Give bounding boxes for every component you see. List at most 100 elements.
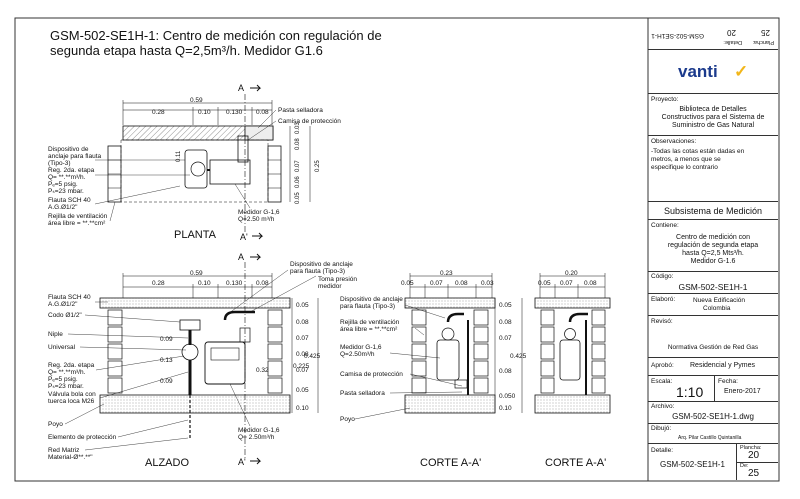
proyecto-section: Proyecto: Biblioteca de Detalles Constru… [648,94,778,136]
rotated-plancha-value: 25 [761,28,770,37]
sec1-dim-0: 0.05 [401,280,414,287]
elaboro-section: Elaboró: Nueva Edificación Colombia [648,294,778,316]
label-dispositivo-elev-0: Dispositivo de anclaje [290,261,353,268]
drawing-title-line2: segunda etapa hasta Q=2,5m³/h. Medidor G… [50,43,323,58]
elev-section-mark-bottom: A' [238,457,246,467]
plan-vdim-0: 0.03 [295,122,301,134]
elev-inner-3: 0.32 [256,367,269,374]
label-medidor-elev-1: Q= 2.50m³/h [238,434,275,441]
label-red-matriz-1: Material-Ø**.**" [48,454,93,461]
label-codo: Codo Ø1/2" [48,312,82,319]
sec1-rdim-5: 0.10 [499,405,512,412]
observaciones-label: Observaciones: [651,138,697,145]
elev-inner-1: 0.13 [160,357,173,364]
vanti-check-icon: ✓ [734,62,749,81]
proyecto-line-2: Suministro de Gas Natural [671,122,755,129]
rotated-code: GSM-502-SE1H-1 [651,32,704,39]
label-camisa-sec: Camisa de protección [340,371,403,378]
sec1-total: 0.425 [510,353,527,360]
label-dispositivo-sec-0: Dispositivo de anclaje [340,296,403,303]
label-medidor-plan-1: Q=2.50 m³/h [238,216,275,223]
elev-rdim-3: 0.08 [296,351,309,358]
sec1-rdim-0: 0.05 [499,302,512,309]
label-reg-elev-0: Reg. 2da. etapa [48,362,95,369]
sec1-dim-3: 0.03 [481,280,494,287]
label-reg-elev-2: Pₑ=5 psig. [48,376,78,383]
plan-view: A A' 0.59 0.28 0.10 0.130 0.08 [48,83,341,242]
label-medidor-elev-0: Medidor G-1,6 [238,427,280,434]
elev-rdim-6: 0.10 [296,405,309,412]
sheet-border [14,17,780,482]
title-block: Plancha: 25 Detalle: 20 GSM-502-SE1H-1 v… [648,20,778,480]
contiene-line-3: Medidor G-1.6 [690,258,736,265]
label-toma-presion-1: medidor [318,283,342,290]
label-toma-presion-0: Toma presión [318,276,357,283]
logo-area: vanti ✓ [648,50,778,94]
fecha-value: Enero-2017 [724,388,761,395]
subsistema-value: Subsistema de Medición [663,206,763,216]
elaboro-line-0: Nueva Edificación [693,297,746,304]
proyecto-label: Proyecto: [651,96,679,103]
detalle-section: Detalle: GSM-502-SE1H-1 Plancha: 20 De: … [648,444,778,480]
detalle-label: Detalle: [651,447,674,454]
escala-value: 1:10 [676,384,704,400]
escala-label: Escala: [651,378,673,385]
label-flauta-plan-1: A.G.Ø1/2" [48,204,78,211]
detalle-num: 20 [748,450,760,461]
label-elemento: Elemento de protección [48,434,117,441]
archivo-section: Archivo: GSM-502-SE1H-1.dwg [648,402,778,424]
sec1-dim-1: 0.07 [430,280,443,287]
elev-section-mark-top: A [238,252,244,262]
sec1-dim-2: 0.08 [455,280,468,287]
label-rejilla-plan-0: Rejilla de ventilación [48,213,108,220]
sec2-dim-total: 0.20 [565,270,578,277]
rotated-header: Plancha: 25 Detalle: 20 GSM-502-SE1H-1 [648,20,778,50]
codigo-section: Código: GSM-502-SE1H-1 [648,272,778,294]
observaciones-line-0: -Todas las cotas están dadas en [651,148,745,155]
elev-rdim-5: 0.05 [296,387,309,394]
label-valvula-1: tuerca loca M26 [48,398,95,405]
aprobo-section: Aprobó: Residencial y Pymes [648,358,778,376]
label-medidor-sec-0: Medidor G-1,6 [340,344,382,351]
de-label: De: [740,463,749,469]
elaboro-label: Elaboró: [651,296,676,303]
elevation-view: A A' 0.59 0.28 0.10 0.130 0.08 [48,252,357,469]
label-medidor-plan-0: Medidor G-1,6 [238,209,280,216]
label-rejilla-sec-0: Rejilla de ventilación [340,319,400,326]
reviso-value: Normativa Gestión de Red Gas [667,344,759,351]
elevation-view-title: ALZADO [145,457,189,469]
observaciones-line-2: especifique lo contrario [651,164,718,171]
contiene-line-2: hasta Q=2,5 Mts³/h. [682,250,744,257]
escala-section: Escala: 1:10 Fecha: Enero-2017 [648,376,778,402]
dibujo-value: Arq. Pilar Castillo Quintanilla [678,435,742,441]
dibujo-label: Dibujó: [651,425,672,432]
label-flauta-elev-0: Flauta SCH 40 [48,294,91,301]
elev-dim-3: 0.08 [256,280,269,287]
contiene-label: Contiene: [651,222,679,229]
label-poyo: Poyo [48,421,63,428]
detalle-code: GSM-502-SE1H-1 [660,460,725,469]
plan-vdim-1: 0.08 [295,138,301,150]
label-rejilla-plan-1: área libre = **.**cm² [48,220,106,227]
label-reg-elev-1: Q= **.**m³/h. [48,369,86,376]
plan-vdim-3: 0.06 [295,176,301,188]
elev-rdim-2: 0.07 [296,335,309,342]
reviso-label: Revisó: [651,318,673,325]
sec2-dim-1: 0.07 [560,280,573,287]
elev-rdim-4: 0.07 [296,367,309,374]
label-reg-plan-0: Reg. 2da. etapa [48,167,95,174]
elev-dim-0: 0.28 [152,280,165,287]
label-pasta-selladora: Pasta selladora [278,107,323,114]
plan-dim-2: 0.130 [226,109,243,116]
elev-rdim-0: 0.05 [296,302,309,309]
sec1-dim-total: 0.23 [440,270,453,277]
plan-dim-0: 0.28 [152,109,165,116]
label-niple: Niple [48,331,63,338]
section-view-2-title: CORTE A-A' [545,457,606,469]
observaciones-section: Observaciones: -Todas las cotas están da… [648,136,778,202]
subsistema-section: Subsistema de Medición [648,202,778,220]
drawing-title-line1: GSM-502-SE1H-1: Centro de medición con r… [50,28,382,43]
sec2-dim-2: 0.08 [584,280,597,287]
label-valvula-0: Válvula bola con [48,391,96,398]
